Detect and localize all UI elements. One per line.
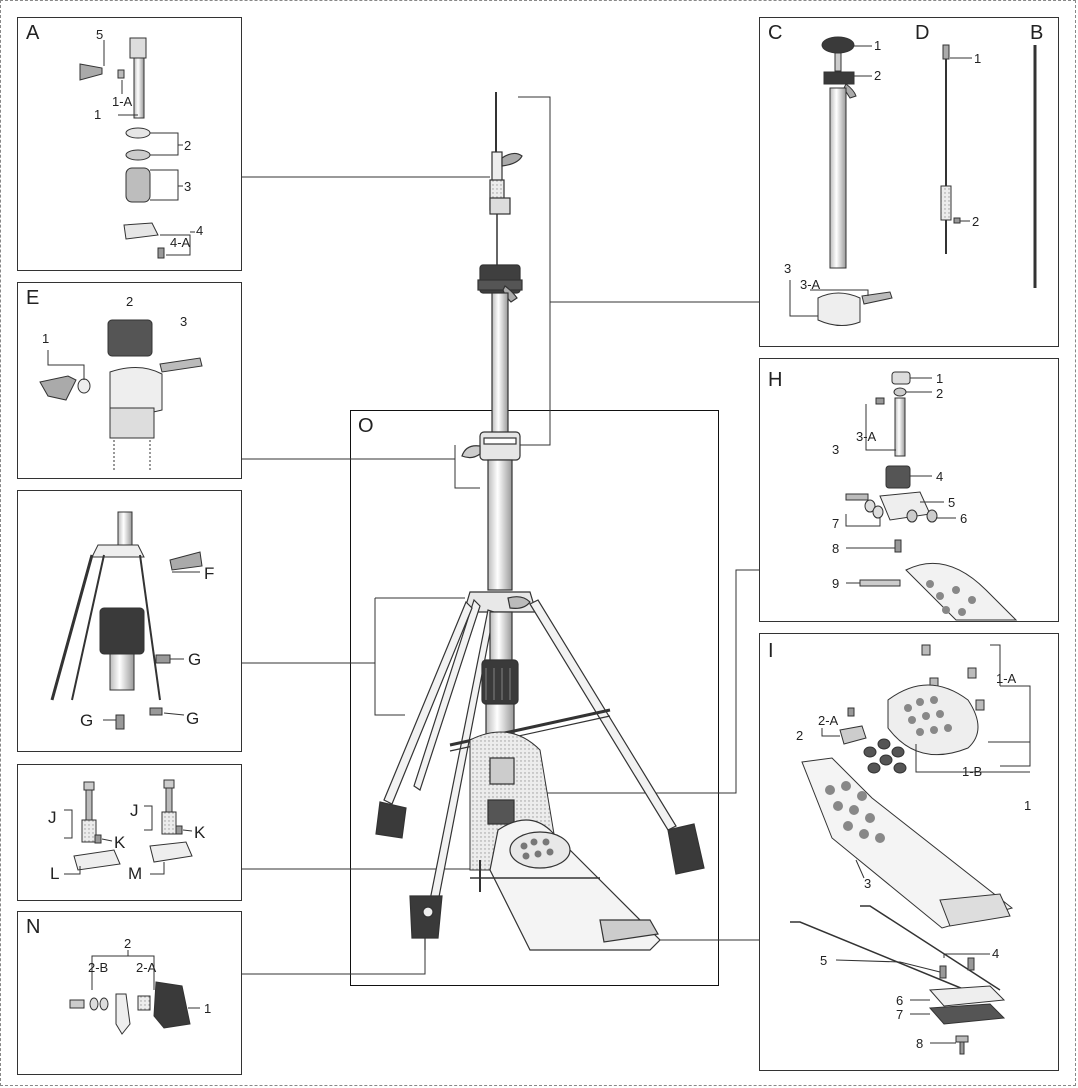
h-callout-4: 4 [936, 469, 943, 484]
a-callout-2: 2 [184, 138, 191, 153]
panel-e-parts [39, 319, 203, 470]
panel-a-parts [79, 37, 195, 259]
i-callout-4: 4 [992, 946, 999, 961]
panel-cdb: C D B [759, 17, 1059, 347]
panel-h-callouts: 1 2 3-A 3 4 5 6 7 8 9 [832, 371, 967, 591]
callout-k-1: K [114, 833, 126, 852]
i-callout-1a: 1-A [996, 671, 1017, 686]
hi-hat-stand [375, 92, 705, 951]
a-callout-1a: 1-A [112, 94, 133, 109]
panel-fg-parts [50, 511, 203, 730]
callout-j-2: J [130, 801, 139, 820]
panel-a-callouts: 5 1-A 1 2 3 4 4-A [94, 27, 203, 250]
e-callout-1: 1 [42, 331, 49, 346]
panel-n-parts [69, 950, 200, 1035]
h-callout-7: 7 [832, 516, 839, 531]
callout-g-1: G [188, 650, 201, 669]
callout-g-3: G [80, 711, 93, 730]
panel-n-label: N [26, 916, 41, 938]
panel-d-label: D [915, 22, 930, 44]
h-callout-8: 8 [832, 541, 839, 556]
i-callout-1b: 1-B [962, 764, 982, 779]
callout-g-2: G [186, 709, 199, 728]
panel-i-parts [790, 644, 1031, 1055]
i-callout-8: 8 [916, 1036, 923, 1051]
panel-h-label: H [768, 369, 783, 391]
panel-jklm-parts [64, 779, 193, 875]
c-callout-2: 2 [874, 68, 881, 83]
callout-f: F [204, 564, 214, 583]
panel-o-label: O [358, 415, 374, 437]
panel-c-label: C [768, 22, 783, 44]
c-callout-1: 1 [874, 38, 881, 53]
panel-e-callouts: 2 3 1 [42, 294, 187, 346]
panel-n: N [17, 911, 242, 1075]
n-callout-2a: 2-A [136, 960, 157, 975]
n-callout-1: 1 [204, 1001, 211, 1016]
panel-cdb-parts [789, 36, 1037, 326]
h-callout-3: 3 [832, 442, 839, 457]
callout-m: M [128, 864, 142, 883]
n-callout-2b: 2-B [88, 960, 108, 975]
panel-h-parts [845, 371, 1018, 621]
d-callout-2: 2 [972, 214, 979, 229]
d-callout-1: 1 [974, 51, 981, 66]
panel-h: H [759, 358, 1059, 622]
leader-lines [242, 96, 759, 975]
panel-n-callouts: 2 2-B 2-A 1 [88, 936, 211, 1016]
i-callout-1: 1 [1024, 798, 1031, 813]
a-callout-4a: 4-A [170, 235, 191, 250]
h-callout-3a: 3-A [856, 429, 877, 444]
h-callout-5: 5 [948, 495, 955, 510]
i-callout-3: 3 [864, 876, 871, 891]
panel-b-label: B [1030, 22, 1044, 44]
e-callout-3: 3 [180, 314, 187, 329]
panel-o: O [350, 410, 719, 986]
panel-jklm-callouts: J K L J K M [48, 801, 206, 883]
i-callout-6: 6 [896, 993, 903, 1008]
panel-cdb-callouts: 1 2 3 3-A 1 2 [784, 38, 981, 292]
a-callout-5: 5 [96, 27, 103, 42]
callout-l: L [50, 864, 59, 883]
panel-fg-callouts: F G G G [80, 564, 214, 730]
callout-j-1: J [48, 808, 57, 827]
c-callout-3: 3 [784, 261, 791, 276]
a-callout-1: 1 [94, 107, 101, 122]
panel-i-callouts: 1-A 2-A 2 1-B 1 3 4 5 6 7 8 [796, 671, 1031, 1051]
panel-i-label: I [768, 640, 774, 662]
i-callout-7: 7 [896, 1007, 903, 1022]
h-callout-1: 1 [936, 371, 943, 386]
callout-k-2: K [194, 823, 206, 842]
panel-jklm [17, 764, 242, 901]
h-callout-9: 9 [832, 576, 839, 591]
n-callout-2: 2 [124, 936, 131, 951]
i-callout-2: 2 [796, 728, 803, 743]
h-callout-2: 2 [936, 386, 943, 401]
i-callout-2a: 2-A [818, 713, 839, 728]
i-callout-5: 5 [820, 953, 827, 968]
h-callout-6: 6 [960, 511, 967, 526]
panel-e-label: E [26, 287, 40, 309]
e-callout-2: 2 [126, 294, 133, 309]
panel-a-label: A [26, 22, 40, 44]
c-callout-3a: 3-A [800, 277, 821, 292]
a-callout-4: 4 [196, 223, 203, 238]
a-callout-3: 3 [184, 179, 191, 194]
